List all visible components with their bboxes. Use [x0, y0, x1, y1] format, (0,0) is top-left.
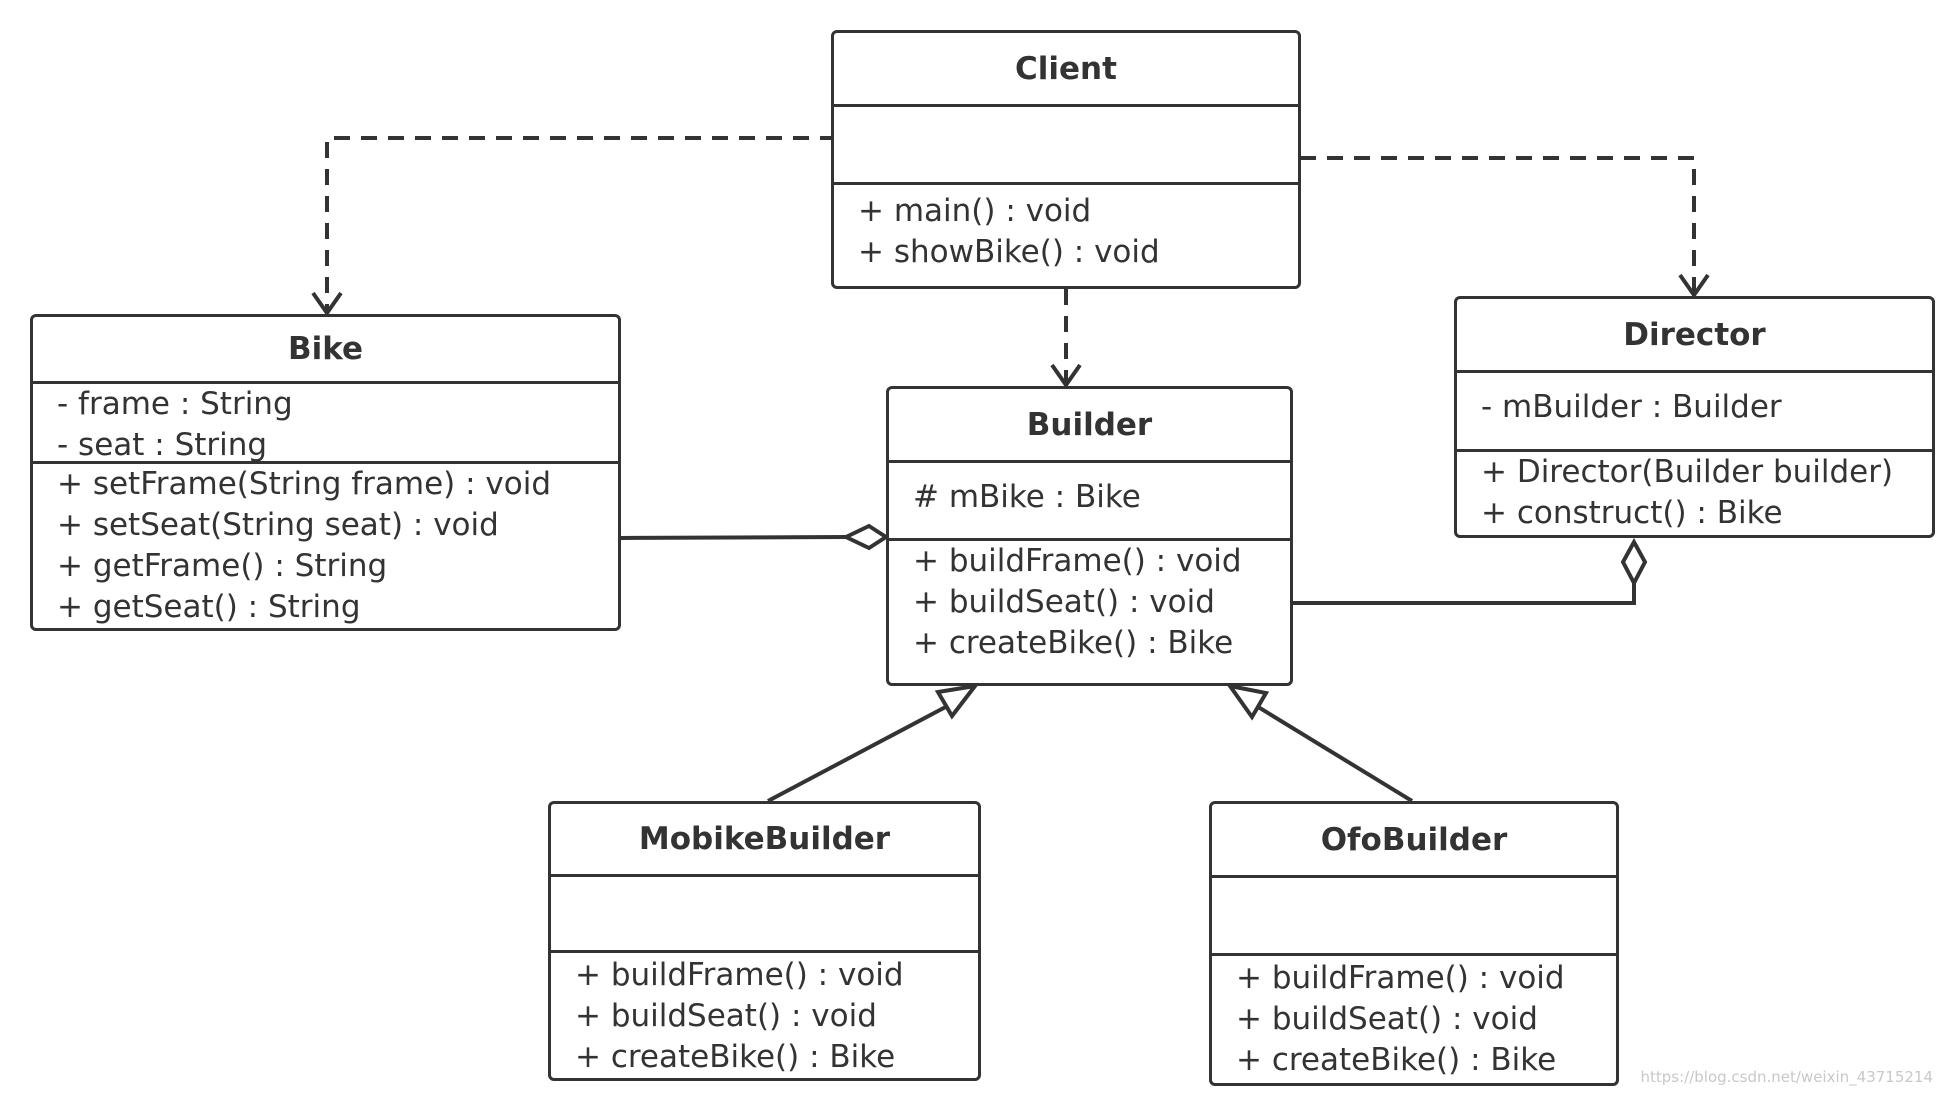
operation: + getFrame() : String [57, 548, 388, 584]
class-attributes: - mBuilder : Builder [1457, 373, 1932, 452]
class-operations: + buildFrame() : void + buildSeat() : vo… [551, 953, 978, 1078]
operation: + main() : void [858, 193, 1092, 229]
operation: + construct() : Bike [1481, 495, 1783, 531]
aggregation-bike-builder [619, 535, 847, 540]
class-name: Bike [33, 317, 618, 384]
operation: + setSeat(String seat) : void [57, 507, 499, 543]
class-bike: Bike - frame : String - seat : String + … [30, 314, 621, 631]
watermark-text: https://blog.csdn.net/weixin_43715214 [1640, 1068, 1933, 1086]
operation: + buildSeat() : void [1236, 1001, 1538, 1037]
generalization-ofo-builder [1248, 700, 1414, 803]
operation: + buildFrame() : void [913, 543, 1242, 579]
operation: + buildSeat() : void [913, 584, 1215, 620]
class-attributes [834, 107, 1298, 185]
class-operations: + buildFrame() : void + buildSeat() : vo… [889, 541, 1290, 683]
class-attributes: - frame : String - seat : String [33, 384, 618, 464]
class-director: Director - mBuilder : Builder + Director… [1454, 296, 1935, 538]
generalization-mobike-builder [767, 700, 956, 803]
class-attributes [1212, 878, 1616, 956]
class-client: Client + main() : void + showBike() : vo… [831, 30, 1301, 289]
class-attributes: # mBike : Bike [889, 463, 1290, 541]
class-mobike-builder: MobikeBuilder + buildFrame() : void + bu… [548, 801, 981, 1081]
operation: + showBike() : void [858, 234, 1160, 270]
attribute: - frame : String [57, 386, 293, 422]
class-operations: + setFrame(String frame) : void + setSea… [33, 464, 618, 628]
operation: + buildFrame() : void [1236, 960, 1565, 996]
attribute: # mBike : Bike [913, 479, 1141, 515]
class-name: OfoBuilder [1212, 804, 1616, 878]
operation: + getSeat() : String [57, 589, 361, 625]
class-ofo-builder: OfoBuilder + buildFrame() : void + build… [1209, 801, 1619, 1086]
generalization-mobike-triangle [934, 683, 980, 720]
aggregation-diamond-director [1620, 537, 1648, 588]
aggregation-diamond-builder [841, 523, 890, 551]
generalization-ofo-triangle [1225, 683, 1270, 721]
operation: + buildSeat() : void [575, 998, 877, 1034]
class-attributes [551, 877, 978, 953]
class-name: MobikeBuilder [551, 804, 978, 877]
attribute: - mBuilder : Builder [1481, 389, 1782, 425]
operation: + setFrame(String frame) : void [57, 466, 552, 502]
class-builder: Builder # mBike : Bike + buildFrame() : … [886, 386, 1293, 686]
class-name: Client [834, 33, 1298, 107]
operation: + buildFrame() : void [575, 957, 904, 993]
dependency-client-director [1300, 156, 1696, 295]
class-operations: + Director(Builder builder) + construct(… [1457, 452, 1932, 535]
class-name: Director [1457, 299, 1932, 373]
class-name: Builder [889, 389, 1290, 463]
operation: + createBike() : Bike [913, 625, 1234, 661]
dependency-client-bike [325, 136, 836, 313]
dependency-client-director-arrowhead [1678, 273, 1710, 299]
dependency-client-builder-arrowhead [1050, 363, 1082, 389]
operation: + Director(Builder builder) [1481, 454, 1894, 490]
class-operations: + main() : void + showBike() : void [834, 185, 1298, 286]
operation: + createBike() : Bike [1236, 1042, 1557, 1078]
attribute: - seat : String [57, 427, 268, 463]
aggregation-builder-director [1293, 583, 1636, 605]
operation: + createBike() : Bike [575, 1039, 896, 1075]
class-operations: + buildFrame() : void + buildSeat() : vo… [1212, 956, 1616, 1083]
dependency-client-bike-arrowhead [311, 291, 343, 317]
